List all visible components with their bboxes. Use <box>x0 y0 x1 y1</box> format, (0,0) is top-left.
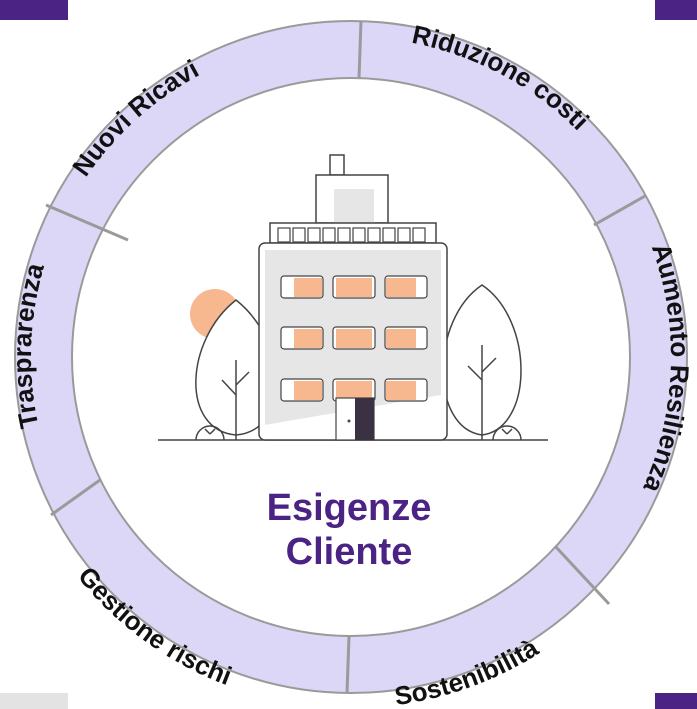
corner-decoration-top-left <box>0 0 68 20</box>
tree-right-icon <box>442 284 522 441</box>
divider-upper-left <box>45 203 129 242</box>
corner-decoration-bottom-right <box>655 693 697 709</box>
office-building-illustration <box>158 154 548 441</box>
divider-top <box>357 20 363 79</box>
door-icon <box>335 397 375 441</box>
center-title: Esigenze Cliente <box>199 486 499 574</box>
divider-lower-right <box>553 544 611 606</box>
center-title-line-2: Cliente <box>285 531 413 573</box>
corner-decoration-bottom-left <box>0 693 68 709</box>
divider-upper-right <box>593 194 646 227</box>
corner-decoration-top-right <box>655 0 697 20</box>
divider-bottom <box>345 635 351 694</box>
tree-left-icon <box>195 299 277 441</box>
divider-lower-left <box>50 478 101 517</box>
segment-dividers <box>45 20 646 694</box>
center-title-line-1: Esigenze <box>266 487 432 529</box>
railing-icon <box>277 227 426 243</box>
windows-icon <box>280 275 428 402</box>
